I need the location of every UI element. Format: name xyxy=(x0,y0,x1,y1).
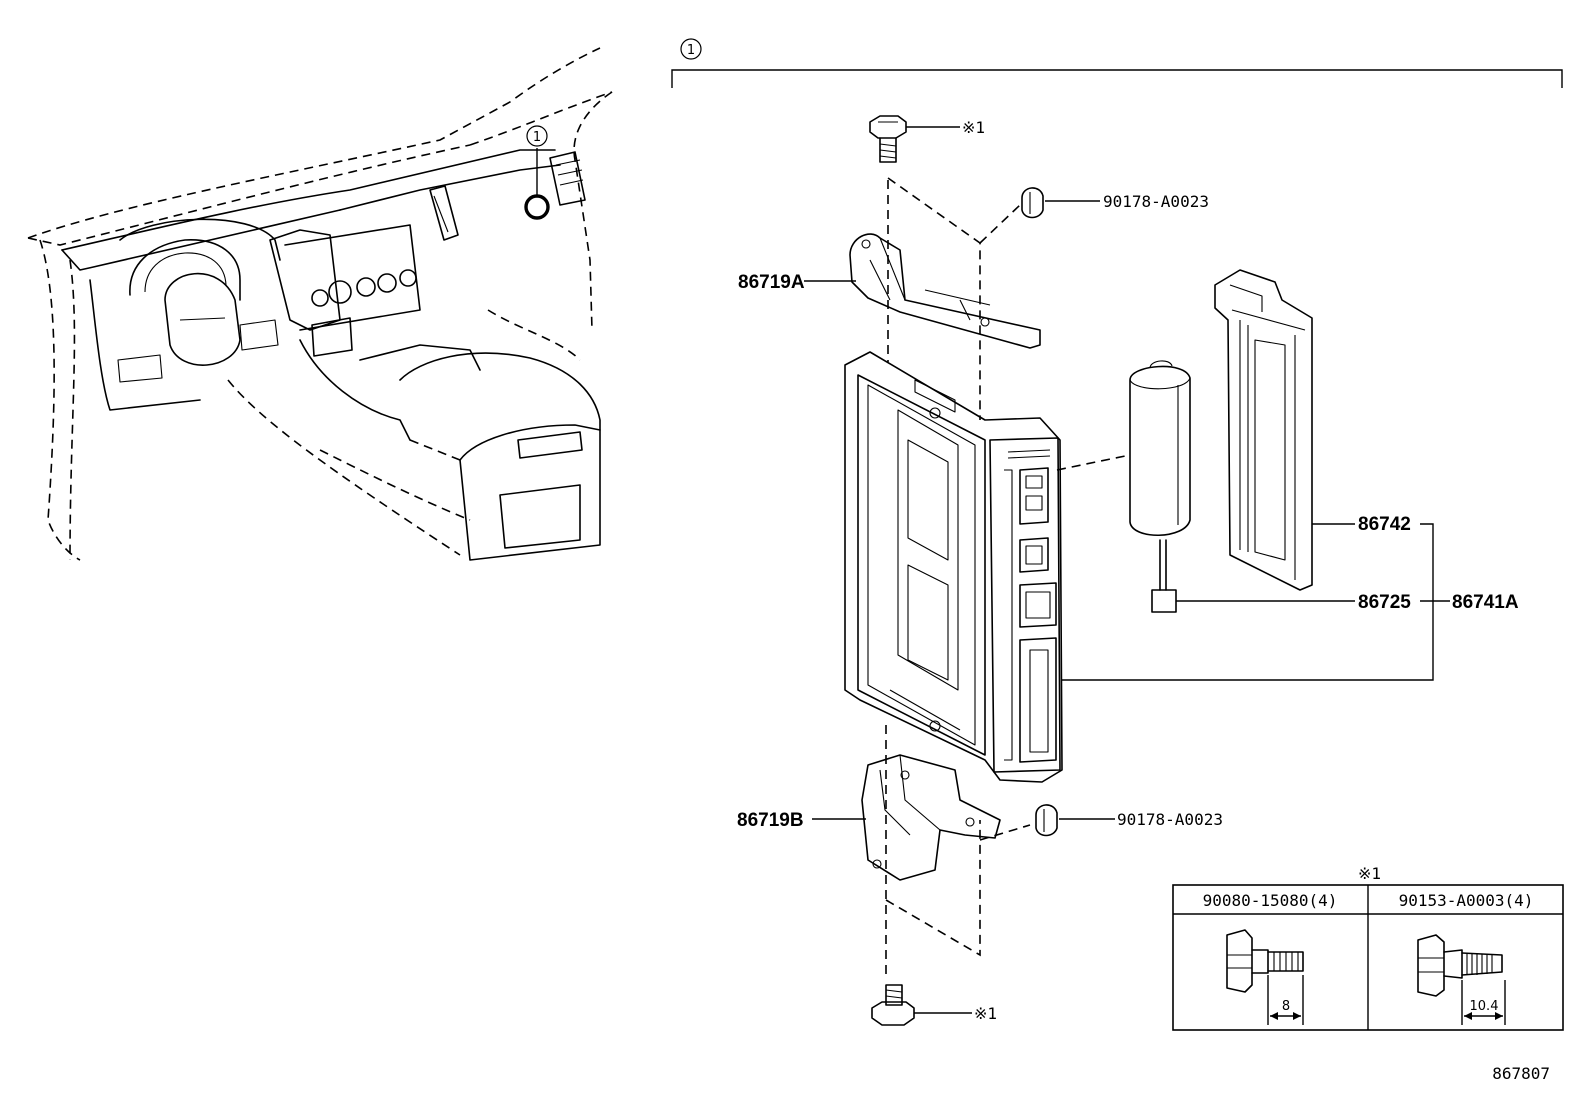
cover-label: 86742 xyxy=(1358,514,1411,535)
battery: 86725 xyxy=(1129,360,1411,613)
screw-lower: ※1 xyxy=(871,984,997,1026)
callout-number-left: 1 xyxy=(533,130,541,145)
table-mark: ※1 xyxy=(1358,864,1381,883)
diagram-id: 867807 xyxy=(1492,1064,1550,1083)
screw-mark-upper: ※1 xyxy=(962,118,985,137)
bolt-2-dimension: 10.4 xyxy=(1470,999,1499,1014)
table-col-2: 90153-A0003(4) xyxy=(1399,891,1534,910)
bracket-lower-label: 86719B xyxy=(737,810,804,831)
ecu-location-marker xyxy=(524,194,550,220)
mounting-guides xyxy=(885,177,1131,980)
assembly-group-line: 86741A xyxy=(1062,523,1519,681)
nut-upper: 90178-A0023 xyxy=(1021,187,1209,219)
bracket-upper-label: 86719A xyxy=(738,272,805,293)
nut-lower: 90178-A0023 xyxy=(1035,804,1223,837)
bracket-upper: 86719A xyxy=(738,233,1041,349)
nut-upper-label: 90178-A0023 xyxy=(1103,192,1209,211)
ecu-module xyxy=(844,351,1063,783)
dashboard-illustration xyxy=(27,47,613,561)
dashboard-callout: 1 xyxy=(526,125,548,147)
callout-number-right: 1 xyxy=(687,43,695,58)
screw-upper: ※1 xyxy=(869,115,985,163)
bolt-1-dimension: 8 xyxy=(1282,999,1290,1014)
assembly-label: 86741A xyxy=(1452,592,1519,613)
assembly-bracket: 1 xyxy=(671,38,1563,88)
screw-mark-lower: ※1 xyxy=(974,1004,997,1023)
cover: 86742 xyxy=(1214,269,1411,591)
bracket-lower: 86719B xyxy=(737,754,1001,881)
table-col-1: 90080-15080(4) xyxy=(1203,891,1338,910)
battery-label: 86725 xyxy=(1358,592,1411,613)
bolt-90080-icon: 8 xyxy=(1226,929,1304,1025)
bolt-90153-icon: 10.4 xyxy=(1417,934,1506,1025)
fastener-table: ※1 90080-15080(4) 90153-A0003(4) 8 xyxy=(1172,864,1564,1031)
nut-lower-label: 90178-A0023 xyxy=(1117,810,1223,829)
